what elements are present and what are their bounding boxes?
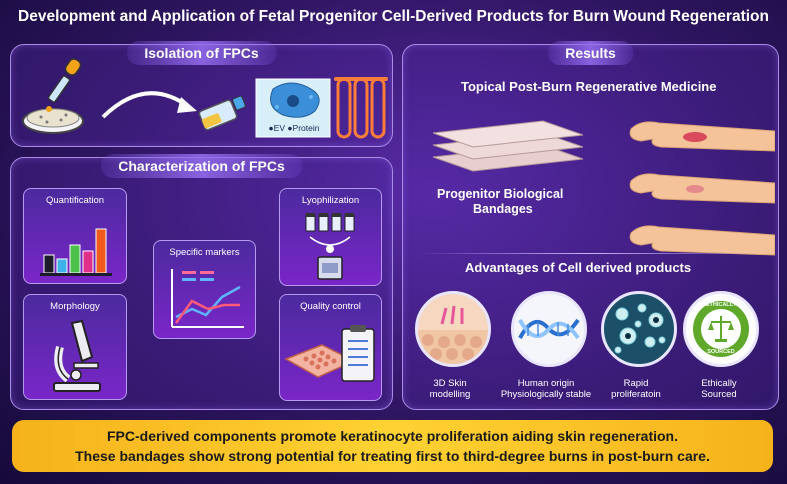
quality-control-card: Quality control [279, 294, 382, 401]
bandage-stack-icon [432, 120, 584, 172]
well-plate-clipboard-icon [284, 325, 375, 382]
skin-layers-icon [418, 305, 488, 364]
petri-dish-icon [22, 108, 84, 134]
test-tubes-icon [334, 77, 388, 139]
bullet-icon: ● [268, 123, 274, 133]
culture-flask-icon [198, 95, 246, 131]
advantage-caption-line1: Ethically [701, 378, 737, 389]
skin-model-circle [415, 291, 491, 367]
quantification-card: Quantification [23, 188, 127, 284]
bullet-icon: ● [287, 123, 293, 133]
healing-arms-illustration [629, 121, 775, 256]
dna-icon [518, 318, 580, 340]
cells-icon [614, 303, 666, 354]
bandage-label-line2: Bandages [473, 202, 533, 216]
vials-icon [305, 213, 355, 280]
advantages-heading: Advantages of Cell derived products [465, 260, 692, 275]
specific-markers-card: Specific markers [153, 240, 256, 339]
proliferation-circle [601, 291, 677, 367]
bar-chart-icon [40, 228, 112, 276]
ev-label: EV [273, 123, 286, 133]
results-subheading: Topical Post-Burn Regenerative Medicine [461, 79, 717, 94]
summary-line1: FPC-derived components promote keratinoc… [107, 428, 678, 444]
advantage-caption: Human origin Physiologically stable [496, 378, 596, 400]
lyophilization-card: Lyophilization [279, 188, 382, 286]
bandage-label: Progenitor Biological Bandages [437, 187, 563, 217]
morphology-card: Morphology [23, 294, 127, 400]
page-title: Development and Application of Fetal Pro… [18, 8, 769, 25]
arm-icon [629, 121, 775, 152]
summary-line2: These bandages show strong potential for… [75, 448, 710, 464]
divider [417, 253, 763, 254]
dna-circle [511, 291, 587, 367]
specific-markers-label: Specific markers [169, 247, 240, 258]
advantage-caption-line1: Rapid [623, 378, 649, 389]
characterization-heading: Characterization of FPCs [100, 154, 303, 178]
advantage-caption: Ethically Sourced [669, 378, 769, 400]
advantage-caption-line2: Sourced [701, 389, 737, 400]
results-heading: Results [547, 41, 634, 65]
seal-top-text: ETHICALLY [705, 302, 737, 308]
arrow-icon [101, 91, 191, 119]
arm-icon [629, 225, 775, 256]
bandage-label-line1: Progenitor Biological [437, 187, 564, 201]
arm-icon [629, 173, 775, 204]
ev-protein-label: ●EV ●Protein [258, 123, 330, 133]
characterization-panel: Characterization of FPCs Quantification … [10, 154, 393, 410]
isolation-heading: Isolation of FPCs [126, 41, 277, 65]
isolation-panel: Isolation of FPCs [10, 41, 393, 147]
quality-control-label: Quality control [300, 301, 361, 312]
microscope-icon [53, 319, 101, 392]
advantage-caption-line2: Physiologically stable [500, 389, 592, 400]
results-panel: Results Topical Post-Burn Regenerative M… [400, 41, 779, 410]
advantage-caption-line1: Human origin [517, 378, 575, 389]
advantage-caption-line2: modelling [429, 389, 471, 400]
lyophilization-label: Lyophilization [301, 195, 360, 206]
ethics-circle: ETHICALLY SOURCED [683, 291, 759, 367]
summary-banner: FPC-derived components promote keratinoc… [12, 420, 773, 472]
morphology-label: Morphology [50, 301, 100, 312]
advantage-caption: 3D Skin modelling [400, 378, 500, 400]
protein-label: Protein [292, 123, 320, 133]
isolation-illustration [22, 58, 388, 139]
dropper-icon [46, 58, 82, 112]
line-chart-icon [171, 269, 244, 328]
advantage-caption-line2: proliferatoin [611, 389, 661, 400]
ethically-sourced-seal-icon [693, 301, 749, 357]
advantage-caption: Rapid proliferatoin [586, 378, 686, 400]
advantage-caption-line1: 3D Skin [433, 378, 467, 389]
seal-bottom-text: SOURCED [707, 349, 735, 355]
cell-box [255, 78, 331, 138]
quantification-label: Quantification [45, 195, 105, 206]
